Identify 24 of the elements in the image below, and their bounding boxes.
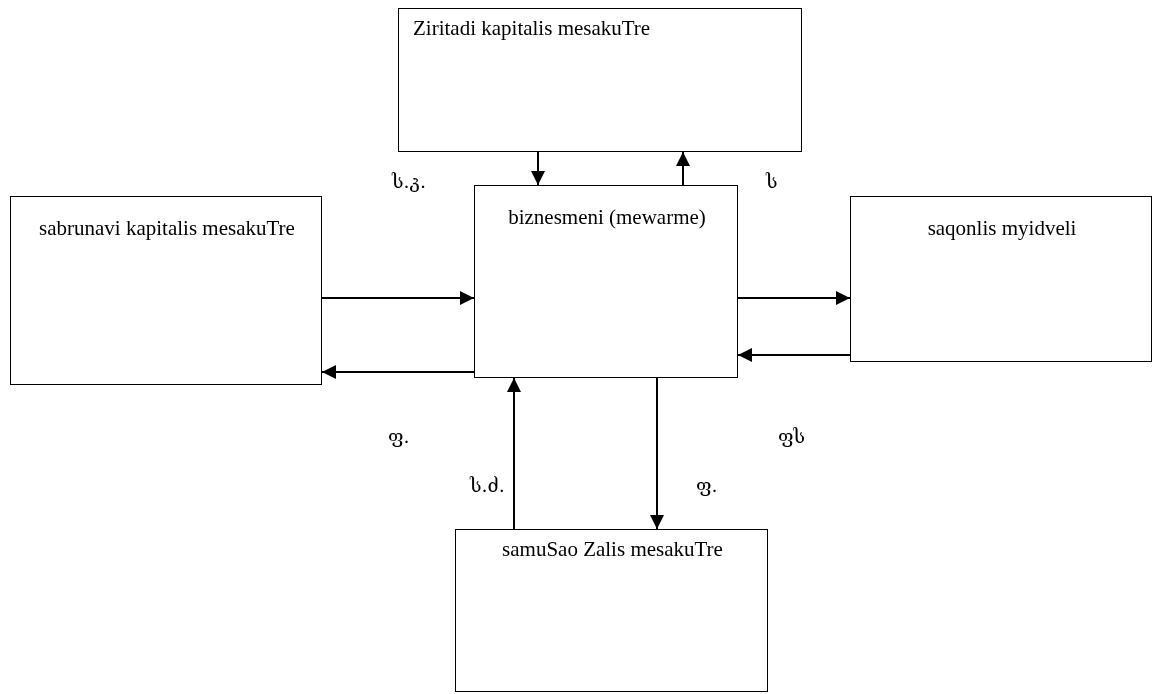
box-label: biznesmeni (mewarme)	[507, 204, 707, 231]
arrow	[650, 377, 664, 530]
flow-label: ს.კ.	[392, 170, 426, 192]
arrow	[321, 291, 475, 305]
arrow	[737, 348, 851, 362]
arrow	[737, 291, 851, 305]
flow-label: ს.ძ.	[470, 474, 505, 496]
flow-label: ფს	[778, 425, 805, 447]
flow-label: ფ.	[388, 425, 410, 447]
arrow	[507, 377, 521, 530]
arrow	[321, 365, 475, 379]
arrow	[676, 151, 690, 186]
process-box	[455, 529, 768, 692]
flow-label: ფ.	[696, 474, 718, 496]
box-label: sabrunavi kapitalis mesakuTre	[38, 215, 296, 242]
process-box	[474, 185, 738, 378]
box-label: Ziritadi kapitalis mesakuTre	[413, 15, 652, 42]
arrow	[531, 151, 545, 186]
box-label: saqonlis myidveli	[926, 215, 1078, 242]
process-box	[398, 8, 802, 152]
process-box	[10, 196, 322, 385]
box-label: samuSao Zalis mesakuTre	[501, 536, 724, 563]
process-box	[850, 196, 1152, 362]
flow-label: ს	[766, 170, 778, 192]
